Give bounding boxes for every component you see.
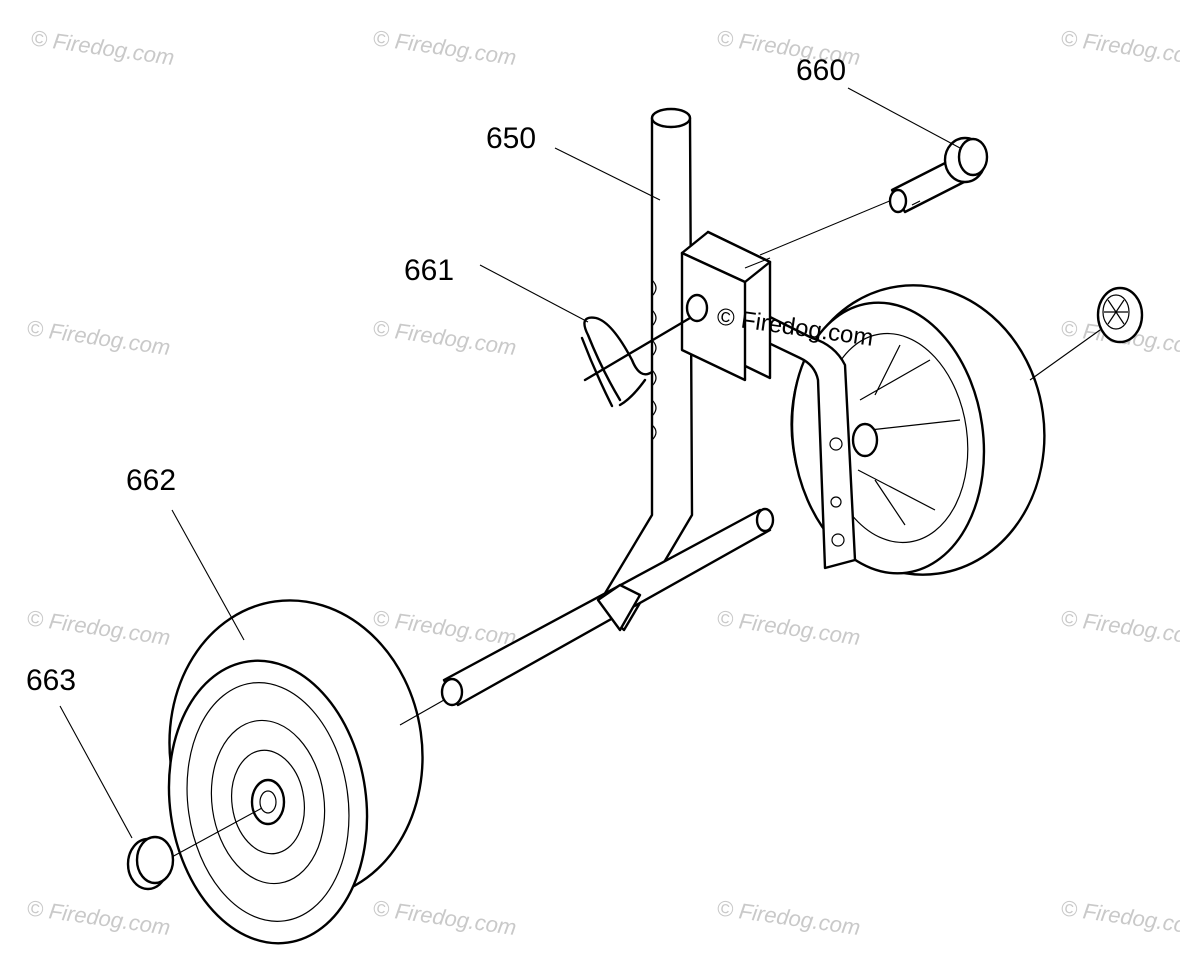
leader-line-662 — [171, 509, 245, 641]
watermark: © Firedog.com — [29, 25, 176, 70]
leader-line-663 — [59, 705, 133, 839]
hairpin-cotter — [580, 316, 692, 408]
watermark: © Firedog.com — [25, 605, 172, 650]
callout-661: 661 — [404, 254, 454, 287]
watermark: © Firedog.com — [371, 25, 518, 70]
clevis-pin — [759, 136, 989, 256]
watermark: © Firedog.com — [715, 895, 862, 940]
leader-line-660 — [847, 87, 961, 149]
watermark: © Firedog.com — [715, 605, 862, 650]
watermark: © Firedog.com — [25, 895, 172, 940]
right-push-nut — [1096, 286, 1144, 344]
leader-line-661 — [479, 264, 589, 323]
watermark: © Firedog.com — [1059, 895, 1180, 940]
callout-660: 660 — [796, 54, 846, 87]
mount-bracket — [680, 230, 772, 382]
watermark: © Firedog.com — [1059, 605, 1180, 650]
leader-line-650 — [554, 147, 661, 201]
watermark: © Firedog.com — [25, 315, 172, 360]
watermark: © Firedog.com — [1059, 25, 1180, 70]
left-wheel — [167, 599, 445, 945]
callout-650: 650 — [486, 122, 536, 155]
callout-662: 662 — [126, 464, 176, 497]
leader-line — [1029, 329, 1101, 381]
leader-line — [759, 199, 893, 256]
watermark: © Firedog.com — [371, 315, 518, 360]
leader-line — [399, 699, 445, 726]
watermark: © Firedog.com — [371, 605, 518, 650]
leader-line — [169, 807, 263, 859]
left-push-nut — [126, 807, 263, 891]
callout-663: 663 — [26, 664, 76, 697]
axle-stand — [440, 107, 775, 707]
watermark: © Firedog.com — [371, 895, 518, 940]
